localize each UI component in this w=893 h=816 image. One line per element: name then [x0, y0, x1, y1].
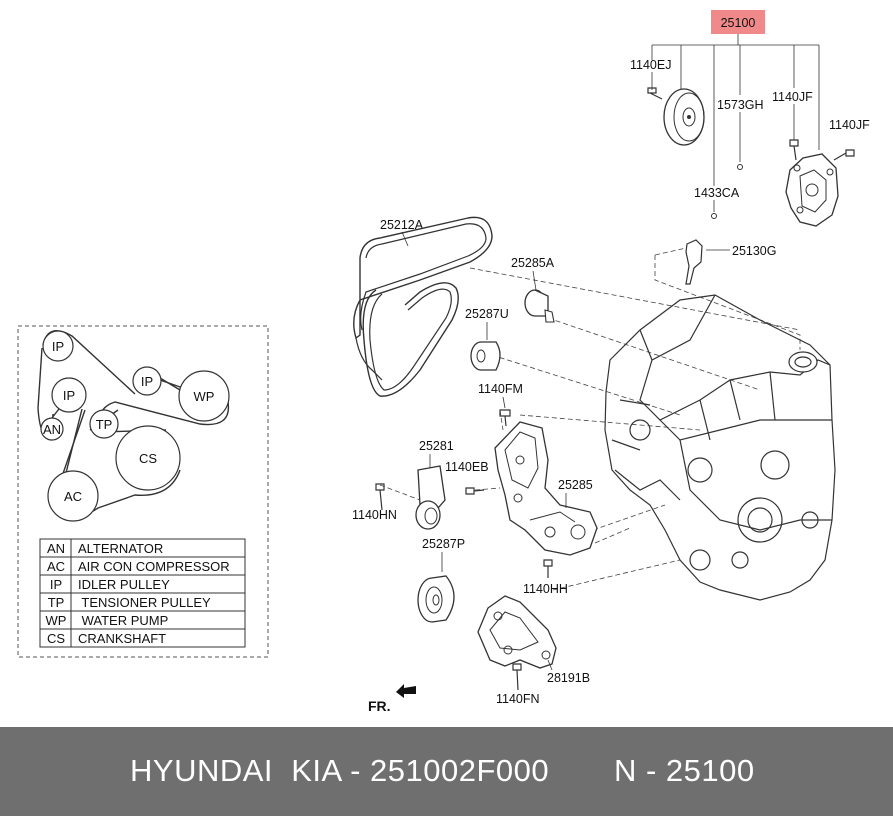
part-label-25130g: 25130G: [732, 244, 776, 258]
legend-code: AC: [47, 559, 65, 574]
tensioner-assembly: 1140FM 25281 1140EB 25285 1140HN 25287P …: [352, 382, 598, 623]
part-label-1140jf-a: 1140JF: [772, 90, 813, 104]
legend-code: AN: [47, 541, 65, 556]
legend-table: AN ALTERNATOR AC AIR CON COMPRESSOR IP I…: [39, 538, 246, 648]
pulley-cs: [115, 425, 181, 491]
part-label-25287p: 25287P: [422, 537, 465, 551]
part-label-1573gh: 1573GH: [717, 98, 764, 112]
footer-bar: HYUNDAI KIA - 251002F000 N - 25100: [0, 727, 893, 816]
engine-block: [604, 294, 836, 601]
idler-pulley-25287u: 25287U: [465, 307, 509, 371]
front-label: FR.: [368, 698, 391, 714]
legend-code: CS: [47, 631, 65, 646]
belt-schematic: IP IP WP IP AN TP CS AC AN ALTERNATOR AC…: [17, 325, 269, 658]
part-label-25281: 25281: [419, 439, 454, 453]
part-label-25212a: 25212A: [380, 218, 424, 232]
pulley-label-an: AN: [43, 422, 61, 437]
highlight-box: [711, 10, 765, 34]
part-label-25287u: 25287U: [465, 307, 509, 321]
pulley-ip-1: [42, 330, 74, 362]
legend-code: TP: [48, 595, 65, 610]
front-direction-indicator: FR.: [368, 684, 416, 714]
part-label-1140fm: 1140FM: [478, 382, 523, 396]
pulley-an: [40, 417, 64, 441]
part-label-1140hh: 1140HH: [523, 582, 568, 596]
bracket-28191b: 28191B 1140FN: [477, 595, 590, 706]
legend-desc: WATER PUMP: [78, 613, 168, 628]
part-label-28191b: 28191B: [547, 671, 590, 685]
footer-part-number: HYUNDAI KIA - 251002F000: [130, 753, 550, 788]
legend-desc: AIR CON COMPRESSOR: [78, 559, 230, 574]
pulley-label-tp: TP: [96, 417, 113, 432]
water-pump-assembly: 25100 1140EJ 1573GH 1140JF 1140JF 1433CA: [630, 10, 870, 285]
pulley-wp: [178, 370, 230, 422]
pulley-tp: [89, 409, 119, 439]
pulley-label-ac: AC: [64, 489, 82, 504]
legend-desc: TENSIONER PULLEY: [78, 595, 211, 610]
part-label-25100: 25100: [721, 16, 756, 30]
pulley-label-wp: WP: [194, 389, 215, 404]
pulley-ip-3: [51, 377, 87, 413]
legend-code: WP: [46, 613, 67, 628]
part-label-25285a: 25285A: [511, 256, 555, 270]
footer-reference: N - 25100: [614, 753, 755, 788]
pulley-label-ip-1: IP: [52, 339, 64, 354]
pulley-ac: [47, 470, 99, 522]
parts-diagram: IP IP WP IP AN TP CS AC AN ALTERNATOR AC…: [17, 10, 870, 714]
part-label-1140hn: 1140HN: [352, 508, 397, 522]
part-label-1140jf-b: 1140JF: [829, 118, 870, 132]
idler-pulley-25285a: 25285A: [511, 256, 555, 323]
part-label-1140fn: 1140FN: [496, 692, 540, 706]
legend-desc: ALTERNATOR: [78, 541, 163, 556]
pulley-label-ip-3: IP: [63, 388, 75, 403]
part-label-1140eb: 1140EB: [445, 460, 489, 474]
part-label-25285: 25285: [558, 478, 593, 492]
pulley-ip-2: [132, 366, 162, 396]
part-label-1433ca: 1433CA: [694, 186, 740, 200]
part-label-1140ej: 1140EJ: [630, 58, 671, 72]
legend-desc: CRANKSHAFT: [78, 631, 166, 646]
legend-desc: IDLER PULLEY: [78, 577, 170, 592]
serpentine-belt: 25212A: [353, 216, 493, 397]
arrow-icon: [396, 684, 416, 698]
legend-code: IP: [50, 577, 62, 592]
pulley-label-cs: CS: [139, 451, 157, 466]
pulley-label-ip-2: IP: [141, 374, 153, 389]
